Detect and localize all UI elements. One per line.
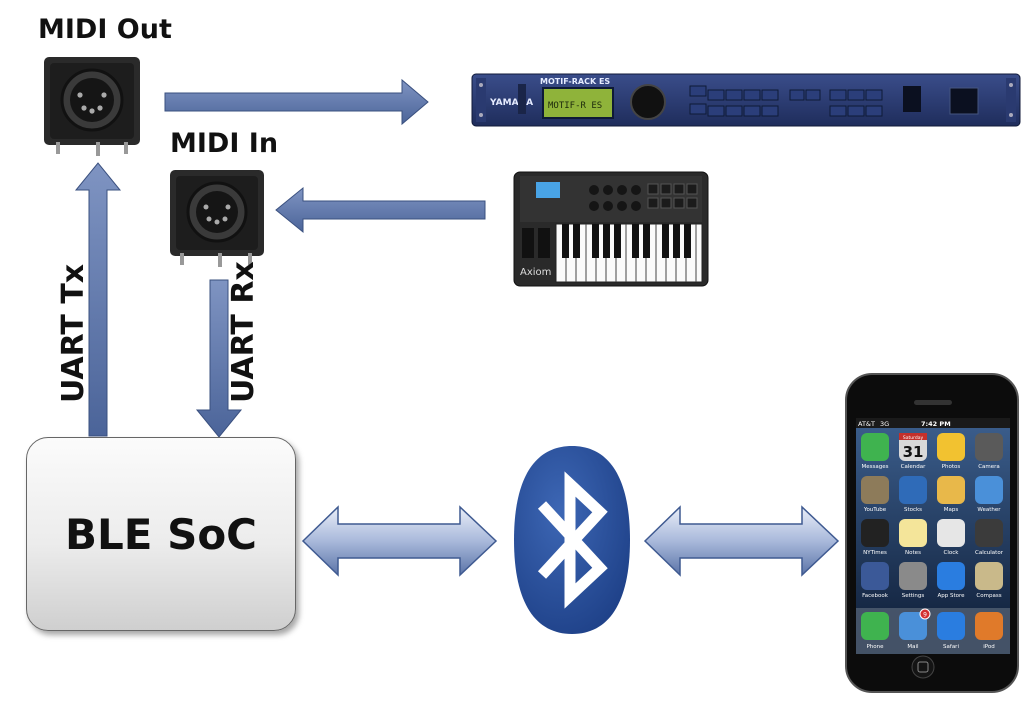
app-icon <box>937 519 965 547</box>
dock-icon <box>975 612 1003 640</box>
app-notes[interactable]: Notes <box>899 519 927 556</box>
midi-in-label: MIDI In <box>170 128 279 159</box>
bluetooth-icon <box>514 446 630 634</box>
app-label: Clock <box>944 550 960 556</box>
double-arrow-soc-bluetooth <box>301 505 498 577</box>
app-label: Calendar <box>901 464 926 470</box>
dock-icon <box>937 612 965 640</box>
app-facebook[interactable]: Facebook <box>861 562 889 599</box>
app-icon <box>899 519 927 547</box>
midi-out-label: MIDI Out <box>38 14 172 45</box>
app-stocks[interactable]: Stocks <box>899 476 927 513</box>
dock-label: Safari <box>943 644 959 650</box>
smartphone-image: AT&T 3G 7:42 PM Messages 31 SaturdayCalend… <box>845 373 1019 693</box>
app-settings[interactable]: Settings <box>899 562 927 599</box>
ble-soc-label: BLE SoC <box>64 509 257 559</box>
app-messages[interactable]: Messages <box>861 433 889 470</box>
app-icon <box>861 562 889 590</box>
keyboard-brand: Axiom <box>520 267 551 278</box>
app-label: YouTube <box>863 507 887 513</box>
app-calculator[interactable]: Calculator <box>975 519 1004 556</box>
calendar-header <box>899 433 927 440</box>
app-clock[interactable]: Clock <box>937 519 965 556</box>
dock-label: Phone <box>866 644 884 650</box>
arrow-from-keyboard <box>275 186 486 234</box>
phone-carrier: AT&T <box>858 420 875 428</box>
midi-out-connector-icon <box>44 57 140 156</box>
calendar-day: Saturday <box>903 435 924 441</box>
app-label: Notes <box>905 550 921 556</box>
calendar-date: 31 <box>903 443 924 461</box>
keyboard-controller-image: Axiom <box>513 171 709 287</box>
app-label: Stocks <box>904 507 922 513</box>
dock-ipod[interactable]: iPod <box>975 612 1003 650</box>
app-label: Calculator <box>975 550 1004 556</box>
phone-network: 3G <box>880 420 889 428</box>
app-label: Settings <box>902 593 925 599</box>
app-icon <box>975 476 1003 504</box>
dock-label: iPod <box>983 644 995 650</box>
app-icon <box>899 562 927 590</box>
arrow-uart-rx <box>195 279 243 438</box>
dock-mail[interactable]: Mail 9 <box>899 608 931 650</box>
app-maps[interactable]: Maps <box>937 476 965 513</box>
rack-synth-image: YAMAHA MOTIF-RACK ES MOTIF-R ES <box>471 73 1021 127</box>
app-icon <box>937 562 965 590</box>
app-youtube[interactable]: YouTube <box>861 476 889 513</box>
app-icon <box>861 433 889 461</box>
app-label: App Store <box>937 593 965 599</box>
app-icon <box>937 433 965 461</box>
app-label: Messages <box>862 464 889 470</box>
dock-safari[interactable]: Safari <box>937 612 965 650</box>
arrow-to-rack <box>164 78 429 126</box>
app-label: Camera <box>978 464 1000 470</box>
app-icon <box>861 519 889 547</box>
rack-brand: YAMAHA <box>489 98 533 108</box>
rack-screen-text: MOTIF-R ES <box>548 101 602 111</box>
app-compass[interactable]: Compass <box>975 562 1003 599</box>
app-label: Weather <box>977 507 1001 513</box>
mail-badge <box>919 608 931 620</box>
uart-rx-label: UART Rx <box>226 261 261 403</box>
app-photos[interactable]: Photos <box>937 433 965 470</box>
app-icon <box>937 476 965 504</box>
app-label: Facebook <box>862 593 889 599</box>
app-nytimes[interactable]: NYTimes <box>861 519 889 556</box>
app-label: Photos <box>942 464 961 470</box>
app-label: Maps <box>944 507 959 513</box>
app-weather[interactable]: Weather <box>975 476 1003 513</box>
phone-time: 7:42 PM <box>921 420 951 428</box>
app-app-store[interactable]: App Store <box>937 562 965 599</box>
app-camera[interactable]: Camera <box>975 433 1003 470</box>
uart-tx-label: UART Tx <box>56 263 91 403</box>
arrow-uart-tx <box>74 162 122 437</box>
double-arrow-bluetooth-phone <box>643 505 840 577</box>
ble-soc-box: BLE SoC <box>26 437 296 631</box>
dock-icon <box>899 612 927 640</box>
app-icon <box>861 476 889 504</box>
app-label: Compass <box>976 593 1001 599</box>
app-icon <box>975 433 1003 461</box>
midi-in-connector-icon <box>170 170 264 267</box>
dock-label: Mail <box>907 644 919 650</box>
dock-icon <box>861 612 889 640</box>
mail-badge-count: 9 <box>923 612 927 619</box>
app-label: NYTimes <box>863 550 887 556</box>
rack-model: MOTIF-RACK ES <box>540 77 610 86</box>
app-icon <box>975 519 1003 547</box>
app-icon <box>975 562 1003 590</box>
app-icon <box>899 476 927 504</box>
dock-phone[interactable]: Phone <box>861 612 889 650</box>
